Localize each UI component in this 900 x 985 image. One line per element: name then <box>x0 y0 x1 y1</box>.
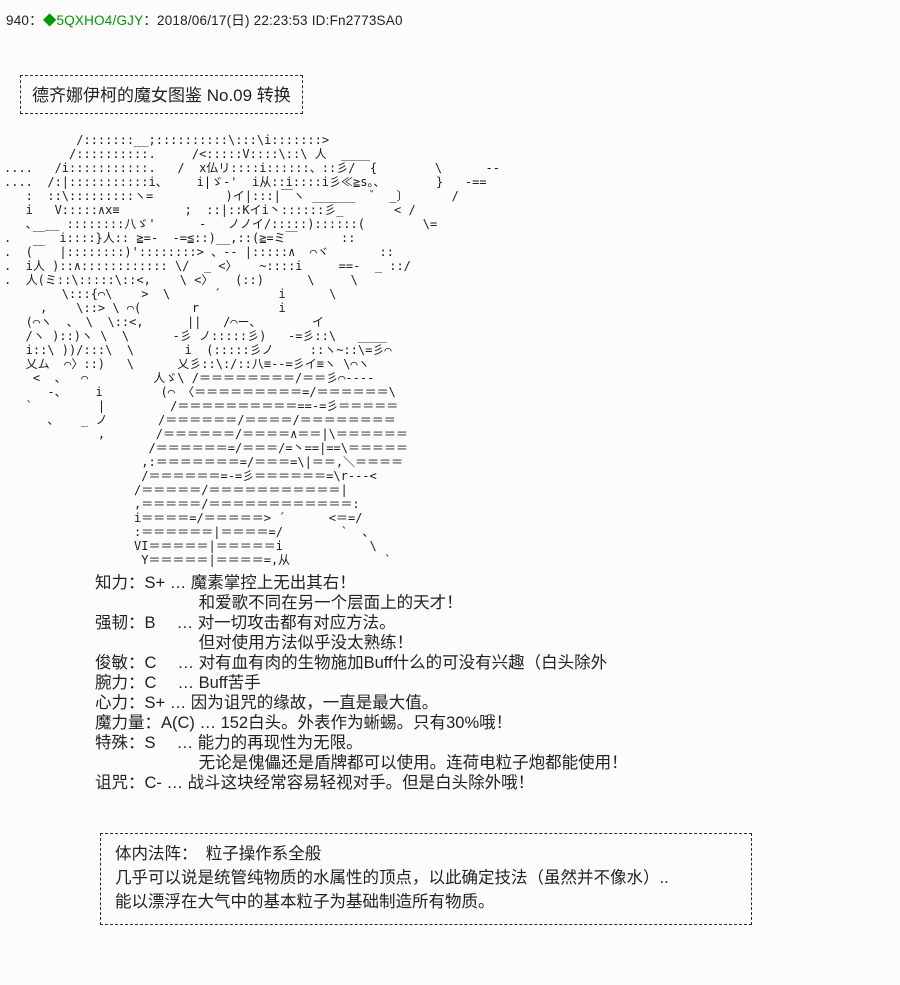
info-box: 体内法阵： 粒子操作系全般 几乎可以说是统管纯物质的水属性的顶点，以此确定技法（… <box>100 833 752 925</box>
post-datetime-id: ：2018/06/17(日) 22:23:53 ID:Fn2773SA0 <box>143 13 403 28</box>
info-box-line: 能以漂浮在大气中的基本粒子为基础制造所有物质。 <box>115 893 495 911</box>
page-title: 德齐娜伊柯的魔女图鉴 No.09 转换 <box>32 86 291 105</box>
stat-line-willpower: 心力：S+ … 因为诅咒的缘故，一直是最大值。 <box>95 694 439 712</box>
stat-line-toughness-cont: 但对使用方法似乎没太熟练！ <box>95 634 414 652</box>
stat-line-special-cont: 无论是傀儡还是盾牌都可以使用。连荷电粒子炮都能使用！ <box>95 754 628 772</box>
post-header: 940：◆5QXHO4/GJY：2018/06/17(日) 22:23:53 I… <box>0 0 900 29</box>
stat-line-intelligence-cont: 和爱歌不同在另一个层面上的天才！ <box>95 594 463 612</box>
ascii-art: /:::::::__;::::::::::\:::\i:::::::> /:::… <box>4 133 500 567</box>
stat-line-curse: 诅咒：C- … 战斗这块经常容易轻视对手。但是白头除外哦！ <box>95 774 535 792</box>
stat-line-special: 特殊：S … 能力的再现性为无限。 <box>95 734 363 752</box>
stats-list: 知力：S+ … 魔素掌控上无出其右！ 和爱歌不同在另一个层面上的天才！ 强韧：B… <box>95 573 900 793</box>
stat-line-mana: 魔力量：A(C) … 152白头。外表作为蜥蜴。只有30%哦！ <box>95 714 513 732</box>
post-number: 940： <box>6 13 43 28</box>
info-box-title: 体内法阵： 粒子操作系全般 <box>115 845 322 863</box>
stat-line-toughness: 强韧：B … 对一切攻击都有对应方法。 <box>95 614 396 632</box>
title-box: 德齐娜伊柯的魔女图鉴 No.09 转换 <box>20 75 303 114</box>
info-box-line: 几乎可以说是统管纯物质的水属性的顶点，以此确定技法（虽然并不像水）.. <box>115 869 669 887</box>
stat-line-strength: 腕力：C … Buff苦手 <box>95 674 261 692</box>
stat-line-agility: 俊敏：C … 对有血有肉的生物施加Buff什么的可没有兴趣（白头除外 <box>95 654 608 672</box>
post-tripcode: ◆5QXHO4/GJY <box>42 13 144 28</box>
stat-line-intelligence: 知力：S+ … 魔素掌控上无出其右！ <box>95 574 356 592</box>
